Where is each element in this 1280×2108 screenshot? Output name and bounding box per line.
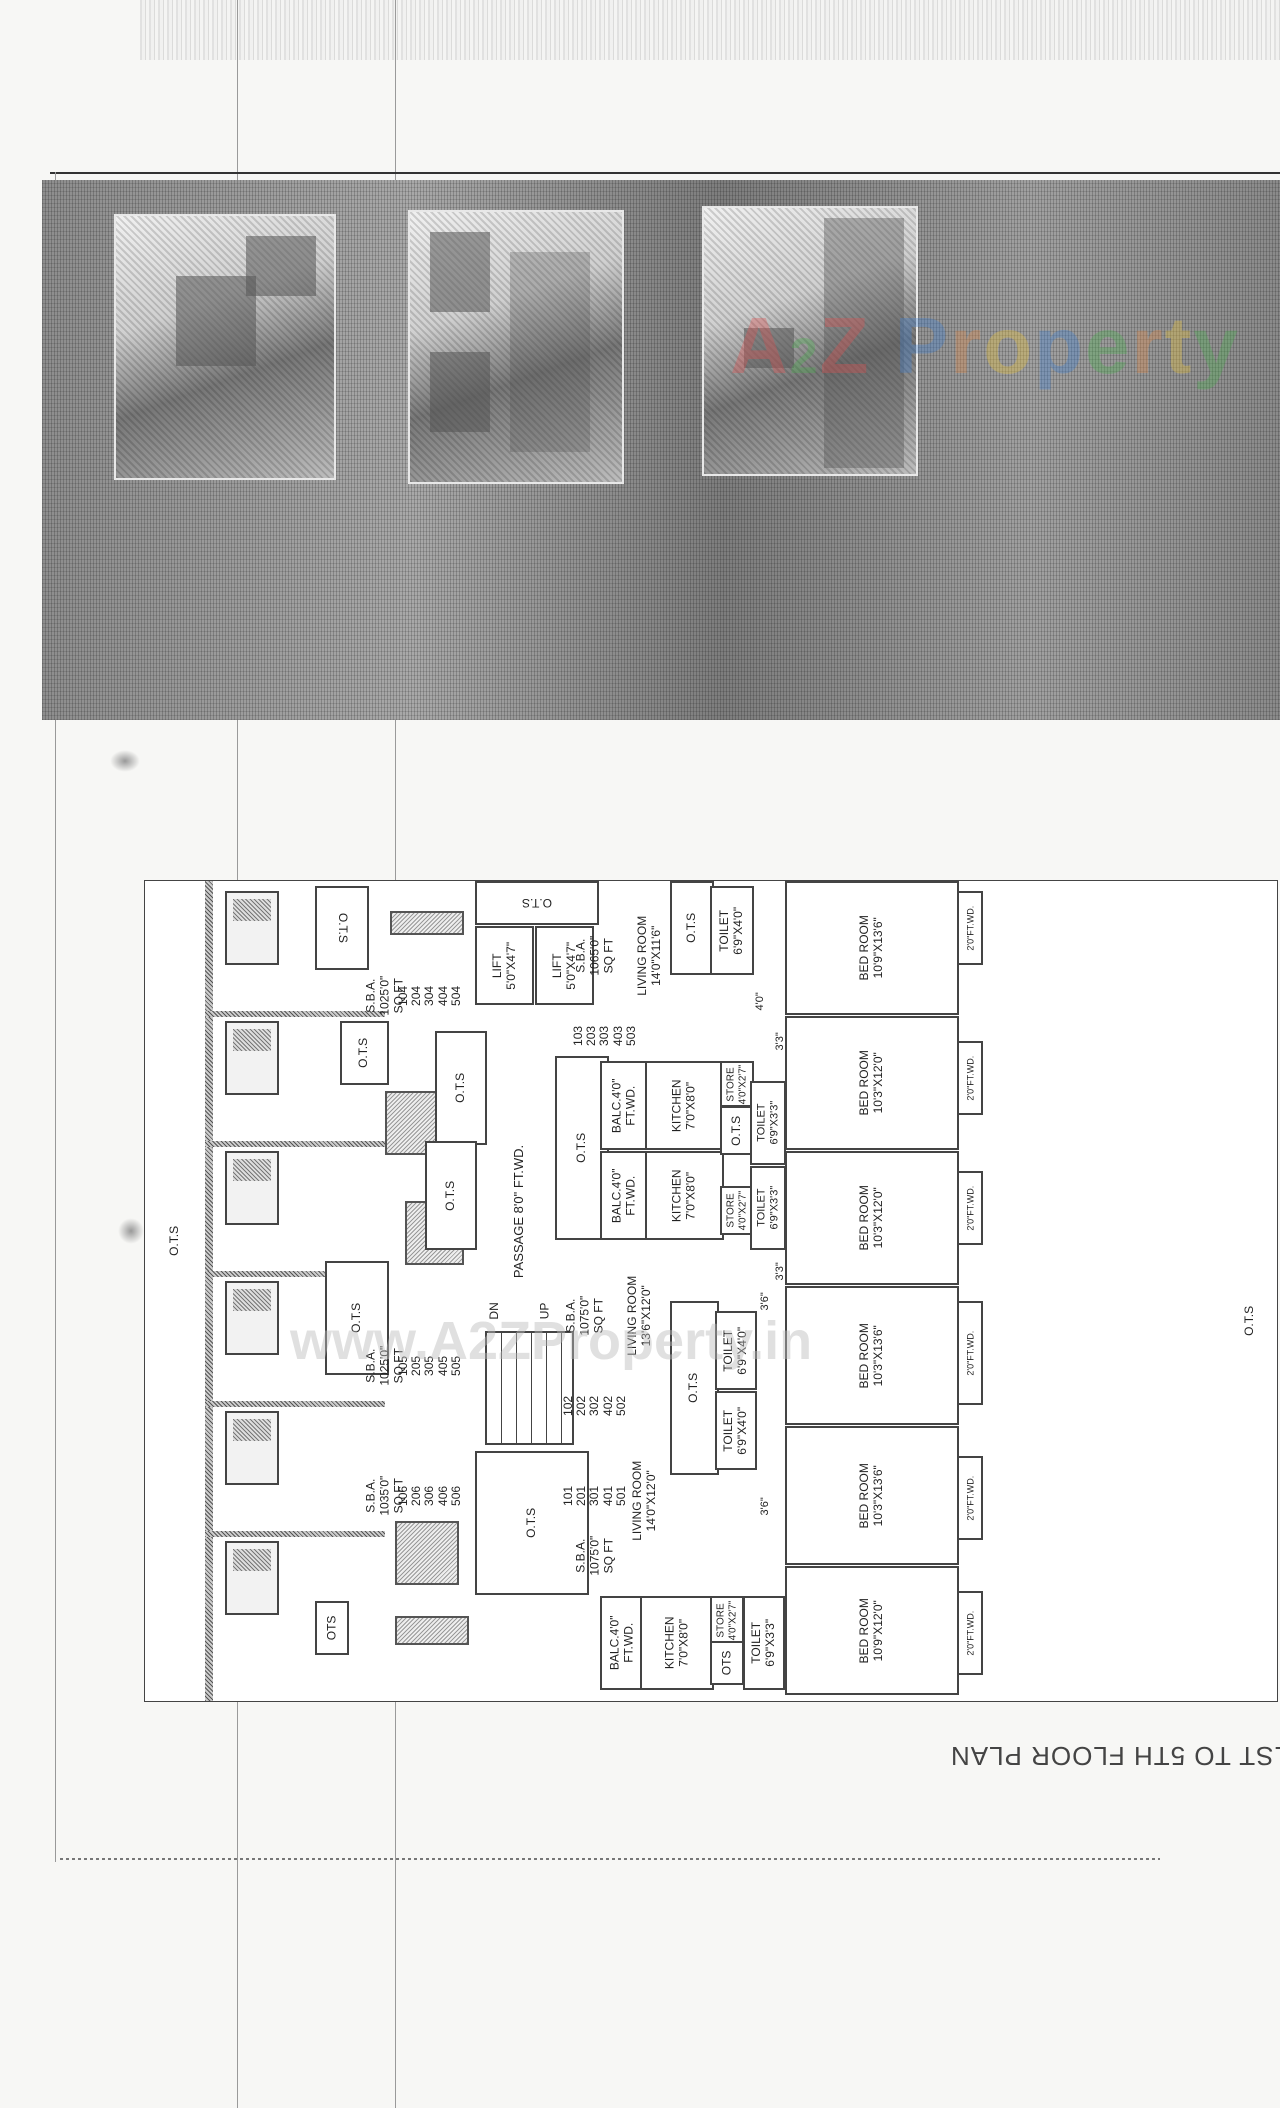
sofa xyxy=(390,911,464,935)
bed-furniture xyxy=(225,1281,279,1355)
bed-furniture xyxy=(225,1411,279,1485)
wardrobe: 2'0"FT.WD. xyxy=(957,1456,983,1540)
interior-photo-1 xyxy=(114,214,336,480)
ots-outer-right: O.T.S xyxy=(1242,1305,1257,1336)
interior-photo-3 xyxy=(702,206,918,476)
balcony-1: BALC.4'0"FT.WD. xyxy=(600,1061,649,1150)
kitchen-counter xyxy=(395,1616,469,1645)
wardrobe: 2'0"FT.WD. xyxy=(957,1041,983,1115)
scan-blot xyxy=(118,1218,144,1244)
ots-stair: O.T.S xyxy=(475,1451,589,1595)
ots-shaft: OTS xyxy=(315,1601,349,1655)
unit-101-sba: S.B.A.1075'0"SQ FT xyxy=(573,1536,615,1576)
bed-furniture xyxy=(225,1021,279,1095)
wardrobe: 2'0"FT.WD. xyxy=(957,1591,983,1675)
sofa xyxy=(395,1521,459,1585)
photo-band xyxy=(42,180,1280,720)
ots-top: O.T.S xyxy=(475,881,599,925)
bed-furniture xyxy=(225,1541,279,1615)
brand-watermark: A2Z Property xyxy=(730,301,1240,390)
scan-noise-top xyxy=(140,0,1280,60)
plan-title: 1ST TO 5TH FLOOR PLAN xyxy=(950,1741,1280,1771)
bed-furniture xyxy=(225,1151,279,1225)
bottom-border xyxy=(60,1858,1160,1860)
site-watermark: www.A2ZProperty.in xyxy=(290,1311,813,1371)
scan-blot xyxy=(110,750,140,772)
floor-plan: O.T.S O.T.S O.T.S O.T.S O.T.S OTS O.T.S … xyxy=(144,880,1278,1702)
ots-shaft: O.T.S xyxy=(340,1021,389,1085)
wardrobe: 2'0"FT.WD. xyxy=(957,1301,983,1405)
left-border xyxy=(55,172,56,1862)
ots-small: OTS xyxy=(710,1641,744,1685)
dimension-note: 3'6" xyxy=(758,1496,771,1516)
bed-furniture xyxy=(225,891,279,965)
dimension-note: 3'3" xyxy=(773,1031,786,1051)
top-border xyxy=(50,172,1280,174)
balcony-3: BALC.4'0"FT.WD. xyxy=(600,1596,644,1690)
ots-shaft: O.T.S xyxy=(670,881,714,975)
wardrobe: 2'0"FT.WD. xyxy=(957,891,983,965)
ots-shaft: O.T.S xyxy=(325,1261,389,1375)
interior-photo-2 xyxy=(408,210,624,484)
balcony-2: BALC.4'0"FT.WD. xyxy=(600,1151,649,1240)
ots-small: O.T.S xyxy=(720,1106,754,1155)
wardrobe: 2'0"FT.WD. xyxy=(957,1171,983,1245)
ots-outer-left: O.T.S xyxy=(167,1225,182,1256)
ots-shaft: O.T.S xyxy=(315,886,369,970)
ots-shaft: O.T.S xyxy=(435,1031,487,1145)
dimension-note: 4'0" xyxy=(753,991,766,1011)
staircase xyxy=(485,1331,574,1445)
ots-shaft: O.T.S xyxy=(425,1141,477,1250)
